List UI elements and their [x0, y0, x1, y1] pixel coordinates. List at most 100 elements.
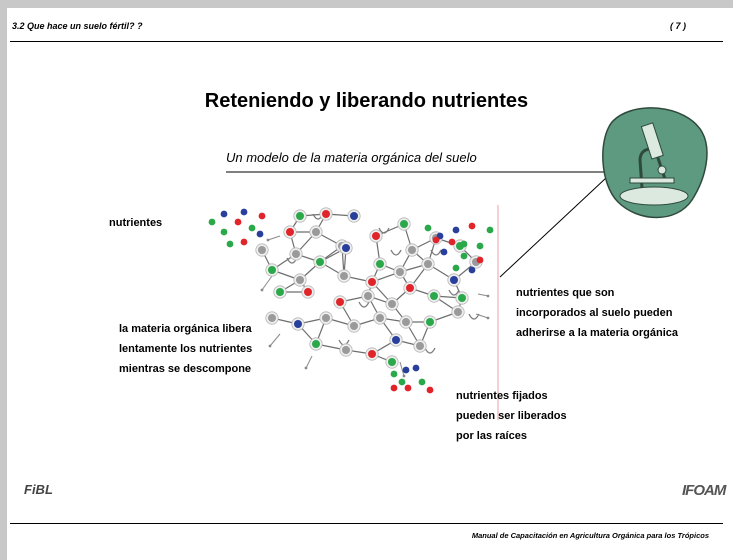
bound-nutrient [400, 220, 408, 228]
bound-nutrient [368, 278, 376, 286]
free-nutrients [208, 208, 494, 394]
release-arrow [399, 361, 405, 377]
page-number: ( 7 ) [670, 21, 687, 31]
bound-nutrient [392, 336, 400, 344]
bound-nutrient [312, 340, 320, 348]
free-nutrient [476, 256, 484, 264]
label-incorporated-nutrients: nutrientes que son incorporados al suelo… [516, 287, 679, 339]
free-nutrient [468, 266, 476, 274]
empty-node [258, 246, 266, 254]
header-divider [10, 41, 723, 42]
empty-node [388, 300, 396, 308]
release-arrow [267, 235, 281, 241]
bound-nutrient [296, 212, 304, 220]
label-organic-matter: la materia orgánica libera lentamente lo… [119, 323, 253, 375]
free-nutrient [234, 218, 242, 226]
bound-nutrient [430, 292, 438, 300]
release-arrow [477, 293, 489, 297]
bound-nutrient [322, 210, 330, 218]
release-arrow [475, 313, 489, 319]
free-nutrient [390, 370, 398, 378]
frame-top-border [0, 0, 733, 8]
microscope-icon [602, 107, 708, 219]
empty-node [416, 342, 424, 350]
release-arrow [269, 333, 281, 347]
release-arrow [261, 275, 273, 291]
bound-nutrient [342, 244, 350, 252]
release-arrows [260, 235, 490, 378]
arrow-tip [266, 238, 270, 242]
slide-subtitle: Un modelo de la materia orgánica del sue… [226, 150, 477, 165]
free-nutrient [448, 238, 456, 246]
bound-nutrient [316, 258, 324, 266]
free-nutrient [468, 222, 476, 230]
free-nutrient [440, 248, 448, 256]
free-nutrient [412, 364, 420, 372]
empty-node [376, 314, 384, 322]
root-hook [448, 289, 460, 296]
free-nutrient [398, 378, 406, 386]
free-nutrient [208, 218, 216, 226]
free-nutrient [452, 264, 460, 272]
arrow-tip [268, 344, 272, 348]
bound-nutrient [458, 294, 466, 302]
bound-nutrient [294, 320, 302, 328]
bound-nutrient [372, 232, 380, 240]
matrix-nodes [255, 207, 483, 369]
bound-nutrient [268, 266, 276, 274]
empty-node [340, 272, 348, 280]
root-hook [468, 313, 480, 320]
empty-node [322, 314, 330, 322]
free-nutrient [476, 242, 484, 250]
empty-node [268, 314, 276, 322]
arrow-tip [486, 294, 490, 298]
footer-divider [10, 523, 723, 524]
free-nutrient [486, 226, 494, 234]
free-nutrient [248, 224, 256, 232]
free-nutrient [460, 252, 468, 260]
free-nutrient [452, 226, 460, 234]
free-nutrient [418, 378, 426, 386]
bound-nutrient [450, 276, 458, 284]
free-nutrient [402, 366, 410, 374]
empty-node [408, 246, 416, 254]
free-nutrient [220, 228, 228, 236]
arrow-tip [260, 288, 264, 292]
free-nutrient [460, 240, 468, 248]
free-nutrient [404, 384, 412, 392]
root-hook [378, 227, 390, 234]
empty-node [312, 228, 320, 236]
bound-nutrient [336, 298, 344, 306]
empty-node [342, 346, 350, 354]
arrow-tip [402, 374, 406, 378]
root-hook [390, 249, 402, 256]
label-nutrients: nutrientes [109, 217, 163, 229]
bound-nutrient [276, 288, 284, 296]
free-nutrient [240, 208, 248, 216]
footer-manual-title: Manual de Capacitación en Agricultura Or… [471, 531, 709, 540]
slide-title: Reteniendo y liberando nutrientes [204, 90, 529, 112]
bound-nutrient [350, 212, 358, 220]
arrow-tip [304, 366, 308, 370]
frame-left-border [0, 0, 7, 560]
free-nutrient [432, 236, 440, 244]
bound-nutrient [426, 318, 434, 326]
empty-node [292, 250, 300, 258]
arrow-tip [486, 316, 490, 320]
free-nutrient [256, 230, 264, 238]
root-hook [430, 249, 442, 256]
root-hook [358, 301, 370, 308]
empty-node [454, 308, 462, 316]
bound-nutrient [406, 284, 414, 292]
empty-node [424, 260, 432, 268]
empty-node [296, 276, 304, 284]
empty-node [364, 292, 372, 300]
free-nutrient [258, 212, 266, 220]
empty-node [402, 318, 410, 326]
free-nutrient [226, 240, 234, 248]
fibl-logo: FiBL [24, 482, 53, 497]
ifoam-logo: IFOAM [682, 482, 726, 499]
free-nutrient [426, 386, 434, 394]
